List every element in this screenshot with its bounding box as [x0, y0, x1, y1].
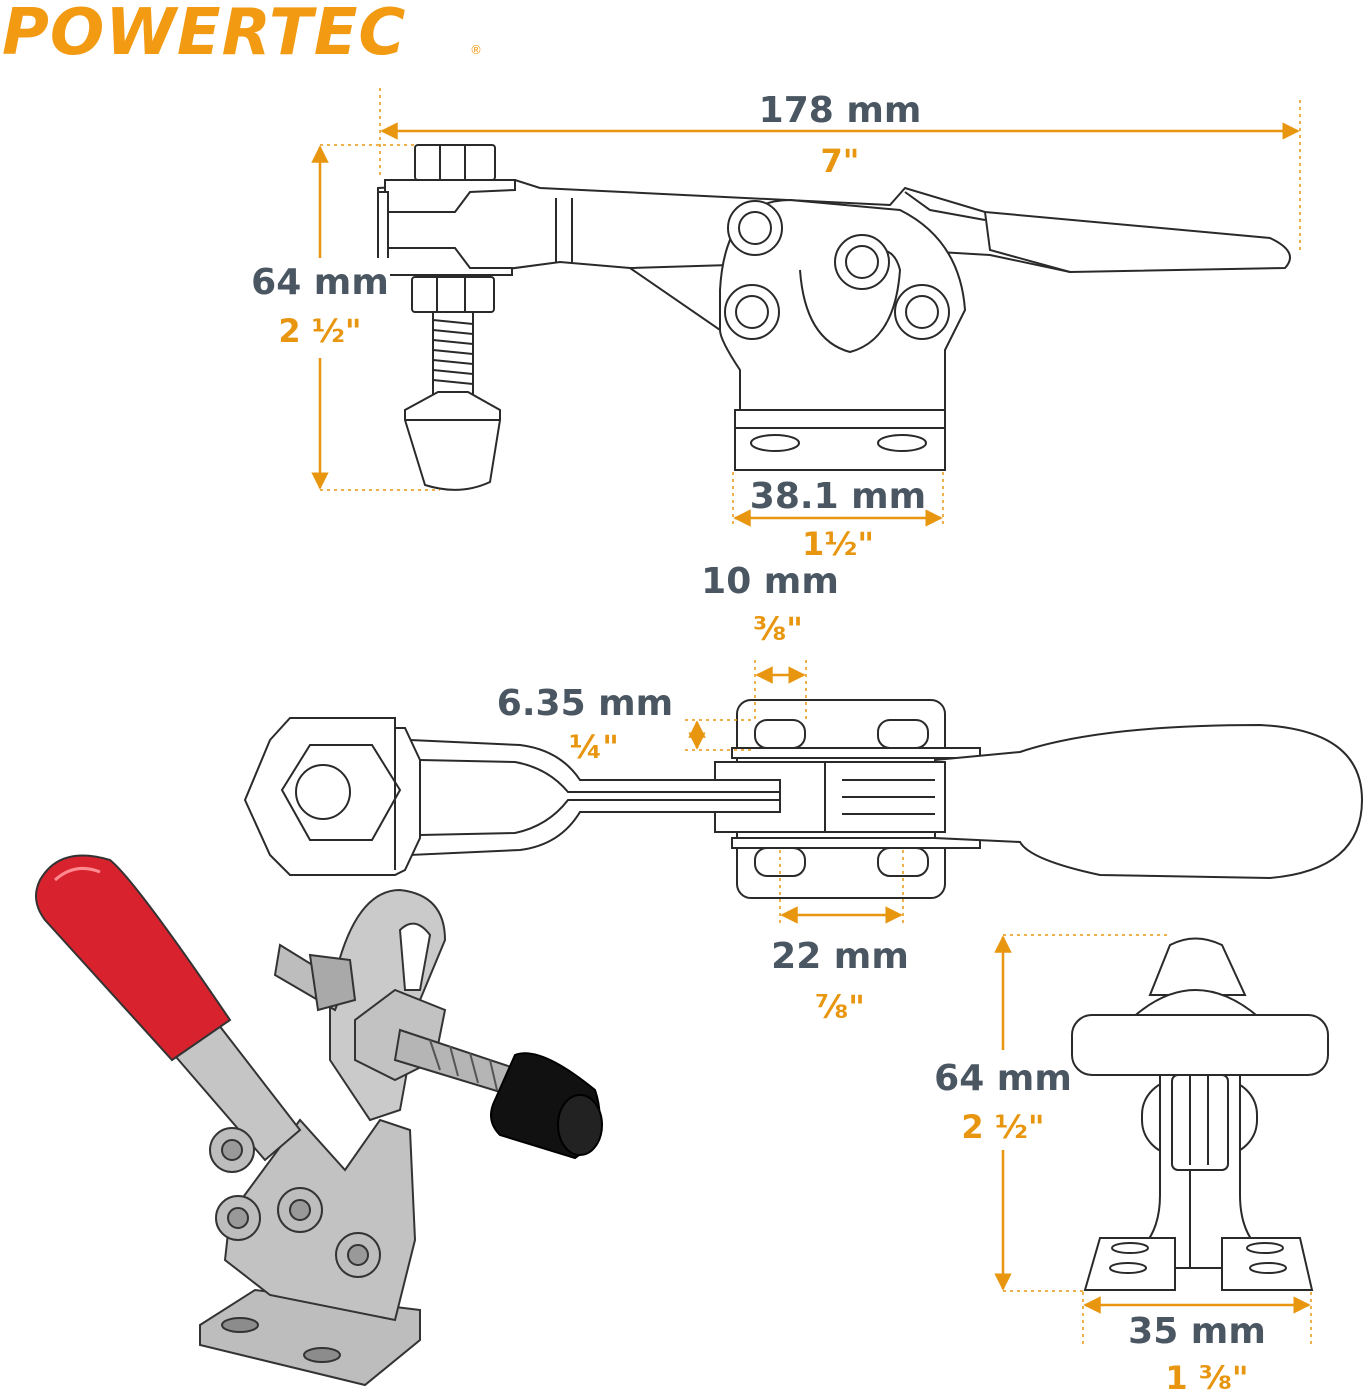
front-base-in: 1 ⅜" [1165, 1359, 1248, 1395]
dim-hole-spacing: 22 mm ⅞" [771, 850, 909, 1026]
slot-spacing-mm: 10 mm [701, 561, 839, 602]
front-base-mm: 35 mm [1128, 1311, 1266, 1352]
dim-slot-spacing: 10 mm ⅜" [701, 561, 839, 720]
dim-slot-width: 6.35 mm ¼" [497, 683, 755, 766]
front-view-drawing [1071, 937, 1329, 1291]
slot-width-in: ¼" [569, 728, 619, 766]
brand-name: POWERTEC [2, 0, 406, 70]
slot-width-mm: 6.35 mm [497, 683, 673, 724]
front-height-mm: 64 mm [934, 1058, 1072, 1099]
overall-length-in: 7" [821, 142, 860, 180]
dim-base-width: 38.1 mm 1½" [732, 472, 944, 563]
base-width-in: 1½" [802, 525, 874, 563]
front-height-in: 2 ½" [961, 1108, 1044, 1146]
dim-overall-length: 178 mm 7" [379, 88, 1301, 250]
dim-front-base: 35 mm 1 ⅜" [1082, 1292, 1312, 1395]
hole-spacing-in: ⅞" [815, 988, 865, 1026]
hole-spacing-mm: 22 mm [771, 936, 909, 977]
slot-spacing-in: ⅜" [753, 610, 803, 648]
side-height-mm: 64 mm [251, 262, 389, 303]
registered-mark: ® [470, 43, 482, 57]
dim-side-height: 64 mm 2 ½" [250, 144, 440, 491]
brand-logo: POWERTEC ® [2, 0, 482, 70]
base-width-mm: 38.1 mm [750, 476, 926, 517]
toggle-clamp-photo-render [35, 854, 603, 1387]
side-height-in: 2 ½" [278, 312, 361, 350]
dim-front-height: 64 mm 2 ½" [934, 934, 1170, 1292]
side-view-drawing [377, 144, 1291, 491]
overall-length-mm: 178 mm [759, 90, 922, 131]
top-view-drawing [243, 699, 1364, 899]
